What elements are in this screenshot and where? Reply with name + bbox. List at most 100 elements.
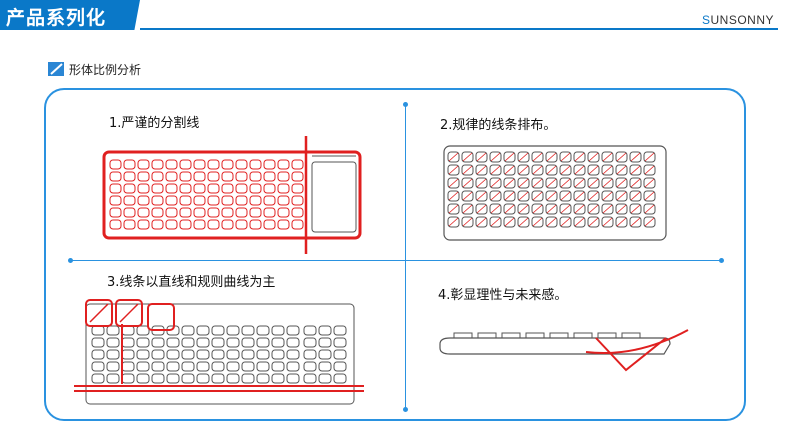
key <box>559 190 572 202</box>
key <box>241 349 255 360</box>
profile-keycap <box>477 332 497 339</box>
key <box>263 183 276 194</box>
key <box>601 164 614 176</box>
profile-curve <box>585 329 689 355</box>
key <box>303 349 317 360</box>
key <box>207 183 220 194</box>
key <box>249 207 262 218</box>
key-mark <box>490 178 501 188</box>
key <box>291 219 304 230</box>
key-mark <box>448 217 459 227</box>
key <box>587 190 600 202</box>
key <box>263 195 276 206</box>
key <box>249 171 262 182</box>
key <box>196 337 210 348</box>
key <box>241 373 255 384</box>
key-mark <box>490 165 501 175</box>
key-mark <box>644 191 655 201</box>
key <box>151 219 164 230</box>
key <box>587 216 600 228</box>
key <box>559 151 572 163</box>
key <box>226 349 240 360</box>
key-mark <box>518 178 529 188</box>
key-mark <box>490 217 501 227</box>
key <box>271 361 285 372</box>
key <box>109 183 122 194</box>
key <box>271 325 285 336</box>
key <box>151 373 165 384</box>
key-mark <box>518 152 529 162</box>
key <box>545 164 558 176</box>
key <box>559 177 572 189</box>
key <box>517 203 530 215</box>
key <box>271 373 285 384</box>
key <box>318 325 332 336</box>
key-mark <box>504 217 515 227</box>
key <box>503 190 516 202</box>
key <box>303 337 317 348</box>
key <box>181 361 195 372</box>
key <box>193 171 206 182</box>
key <box>615 216 628 228</box>
key <box>226 361 240 372</box>
key <box>249 159 262 170</box>
key <box>196 325 210 336</box>
key <box>475 151 488 163</box>
key-mark <box>644 217 655 227</box>
key-mark <box>546 204 557 214</box>
key-mark <box>560 204 571 214</box>
key <box>137 171 150 182</box>
key <box>123 159 136 170</box>
key <box>165 171 178 182</box>
key <box>489 203 502 215</box>
key <box>475 190 488 202</box>
key <box>181 325 195 336</box>
key-mark <box>448 152 459 162</box>
key <box>207 159 220 170</box>
key-mark <box>476 217 487 227</box>
key <box>531 203 544 215</box>
key <box>461 177 474 189</box>
key <box>106 349 120 360</box>
key-mark <box>546 191 557 201</box>
keyboard-outline <box>102 150 362 240</box>
key <box>136 337 150 348</box>
key <box>136 373 150 384</box>
key <box>318 361 332 372</box>
key <box>109 171 122 182</box>
key-mark <box>476 152 487 162</box>
key-mark <box>574 217 585 227</box>
key <box>136 325 150 336</box>
key-mark <box>630 165 641 175</box>
brand-logo: SUNSONNY <box>702 13 774 27</box>
brand-initial: S <box>701 13 711 27</box>
horizontal-divider <box>70 260 722 261</box>
key <box>333 325 347 336</box>
key <box>587 177 600 189</box>
key-mark <box>560 191 571 201</box>
key <box>137 207 150 218</box>
key-mark <box>644 204 655 214</box>
key <box>629 177 642 189</box>
key-mark <box>518 165 529 175</box>
key <box>461 190 474 202</box>
key <box>447 177 460 189</box>
keyboard-outline <box>85 303 355 405</box>
key <box>629 216 642 228</box>
key <box>256 325 270 336</box>
key <box>121 349 135 360</box>
key <box>601 151 614 163</box>
key <box>165 195 178 206</box>
key <box>629 203 642 215</box>
key <box>303 373 317 384</box>
vertical-divider <box>405 104 406 410</box>
key-mark <box>616 178 627 188</box>
key <box>193 207 206 218</box>
key-mark <box>588 178 599 188</box>
key <box>226 325 240 336</box>
key-mark <box>630 178 641 188</box>
key-mark <box>588 152 599 162</box>
key-mark <box>644 165 655 175</box>
key <box>207 171 220 182</box>
key <box>277 183 290 194</box>
